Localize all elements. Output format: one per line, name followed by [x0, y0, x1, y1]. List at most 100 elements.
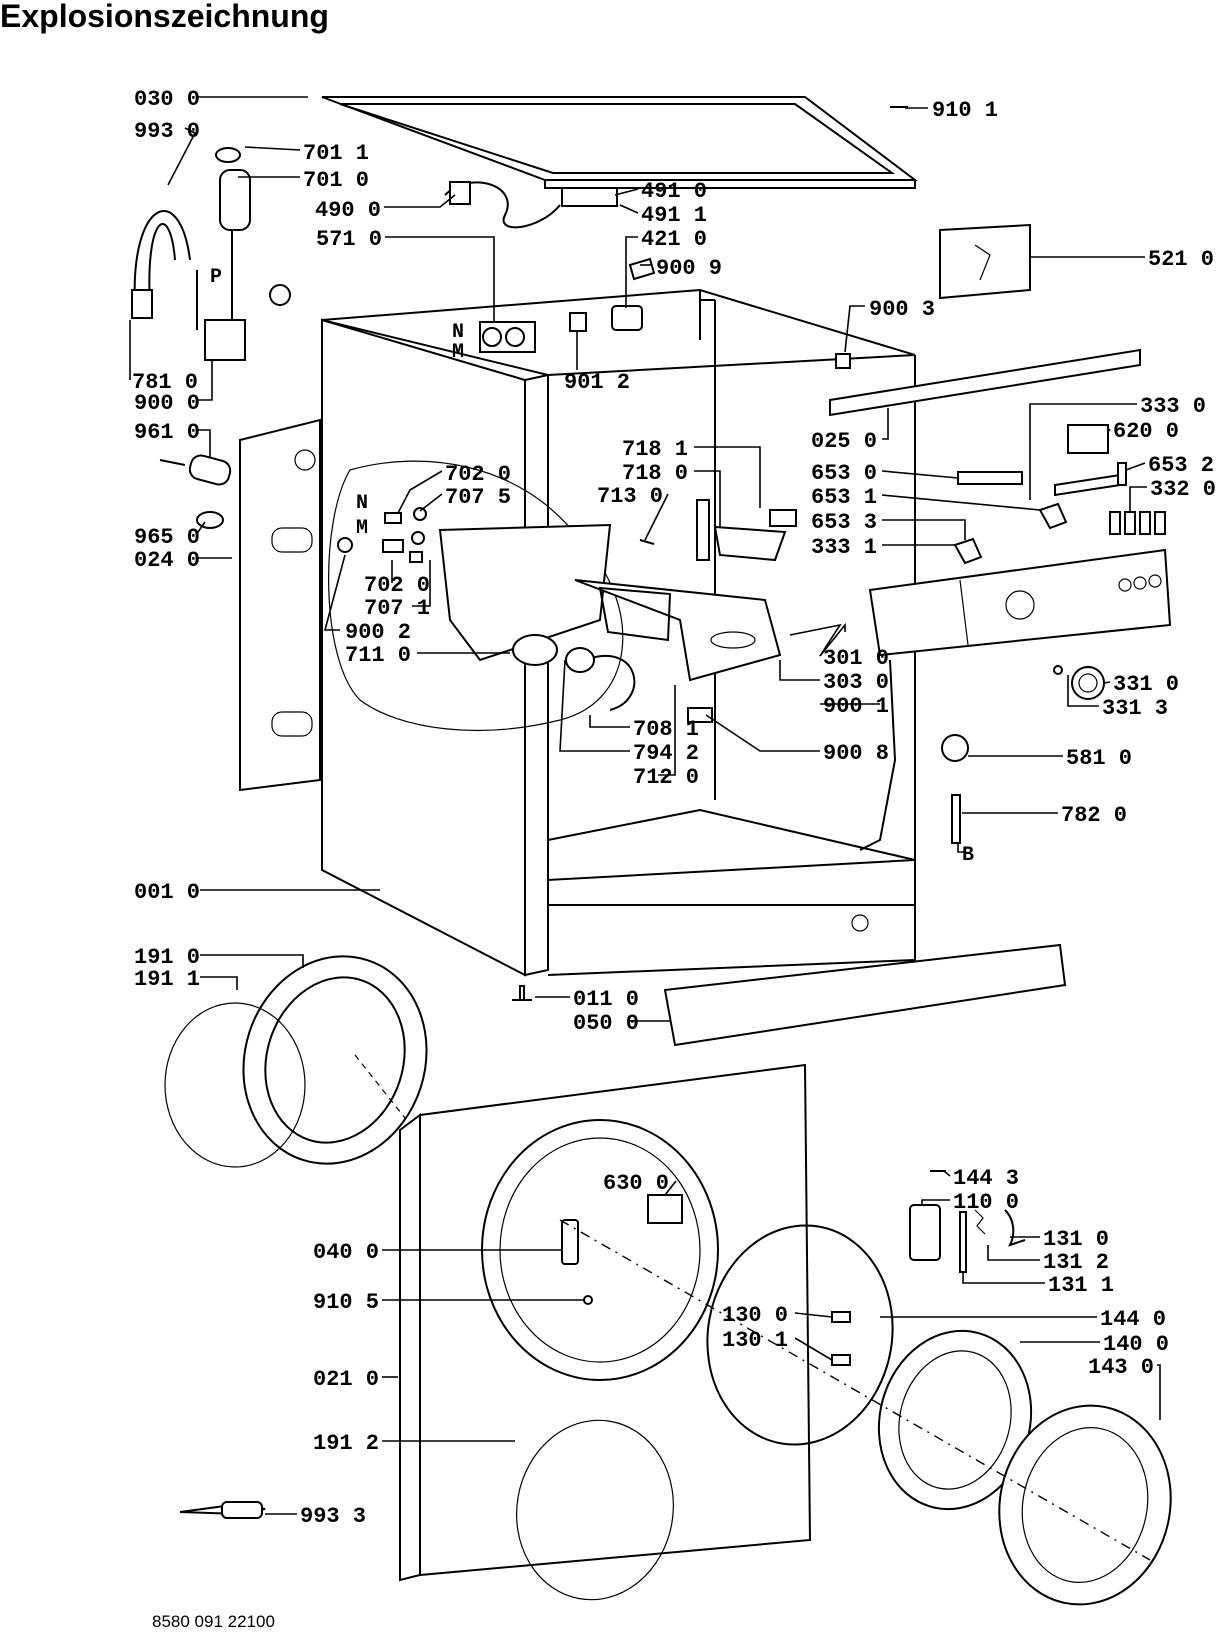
- part-label: 144 3: [953, 1166, 1019, 1191]
- part-label: 910 5: [313, 1290, 379, 1315]
- detail-outline: [328, 460, 624, 731]
- marker-b: B: [962, 844, 974, 867]
- part-label: 581 0: [1066, 746, 1132, 771]
- lever-part-2: [953, 537, 983, 565]
- part-label: 011 0: [573, 987, 639, 1012]
- part-label: 040 0: [313, 1240, 379, 1265]
- pump-filter-part: [159, 454, 232, 486]
- part-label: 653 0: [811, 461, 877, 486]
- front-panel-part: [399, 1063, 812, 1601]
- part-label: 143 0: [1088, 1355, 1154, 1380]
- document-number: 8580 091 22100: [152, 1612, 275, 1631]
- part-label: 021 0: [313, 1367, 379, 1392]
- part-label: 653 3: [811, 510, 877, 535]
- part-label: 702 0: [364, 573, 430, 598]
- siphon-part: [713, 525, 787, 562]
- part-label: 993 0: [134, 119, 200, 144]
- part-label: 782 0: [1061, 803, 1127, 828]
- part-label: 711 0: [345, 643, 411, 668]
- part-label: 718 0: [622, 461, 688, 486]
- part-label: 131 2: [1043, 1250, 1109, 1275]
- outer-door-part: [998, 1404, 1172, 1606]
- marker-m-valve: M: [452, 341, 464, 364]
- part-label: 707 5: [445, 485, 511, 510]
- part-label: 794 2: [633, 741, 699, 766]
- part-label: 900 1: [823, 694, 889, 719]
- part-label: 708 1: [633, 717, 699, 742]
- part-label: 900 2: [345, 620, 411, 645]
- filter-part: [561, 187, 618, 207]
- part-label: 333 1: [811, 535, 877, 560]
- small-hose-part: [639, 539, 655, 545]
- part-label: 630 0: [603, 1171, 669, 1196]
- control-panel-part: [868, 548, 1172, 657]
- dispenser-drawer-part: [574, 579, 782, 682]
- part-label: 130 0: [722, 1303, 788, 1328]
- part-label: 707 1: [364, 596, 430, 621]
- part-label: 140 0: [1103, 1332, 1169, 1357]
- rod-part: [696, 499, 710, 561]
- siphon-cap-part: [769, 509, 797, 527]
- part-label: 333 0: [1140, 394, 1206, 419]
- top-lid-part: [321, 96, 918, 189]
- part-label: 030 0: [134, 87, 200, 112]
- part-label: 491 0: [641, 179, 707, 204]
- knobs-part: [1109, 511, 1166, 535]
- program-knob-part: [1053, 665, 1105, 700]
- filter-seal-part: [196, 511, 224, 529]
- clip-part: [569, 312, 587, 332]
- part-label: 712 0: [633, 765, 699, 790]
- hose-part: [951, 794, 961, 844]
- part-label: 900 8: [823, 741, 889, 766]
- back-panel-part: [239, 418, 321, 792]
- board-part: [1067, 424, 1109, 454]
- part-label: 025 0: [811, 429, 877, 454]
- door-handle-part: [909, 1204, 1026, 1273]
- switch-part-3: [1117, 462, 1127, 486]
- part-drawings: [131, 96, 1172, 1606]
- lever-part: [1038, 502, 1068, 530]
- part-label: 301 0: [823, 646, 889, 671]
- spanner-tool-part: [179, 1501, 266, 1519]
- clip-part-3: [687, 707, 713, 723]
- part-label: 110 0: [953, 1190, 1019, 1215]
- part-label: 900 3: [869, 297, 935, 322]
- part-label: 130 1: [722, 1328, 788, 1353]
- door-axis-line: [559, 1219, 1151, 1561]
- marker-n-valve: N: [452, 321, 464, 344]
- leader-lines: [129, 96, 1161, 1515]
- part-label: 910 1: [932, 98, 998, 123]
- part-label: 653 1: [811, 485, 877, 510]
- part-label: 620 0: [1113, 419, 1179, 444]
- part-label: 713 0: [597, 484, 663, 509]
- part-label: 701 0: [303, 168, 369, 193]
- kick-plate-part: [663, 943, 1067, 1047]
- control-board-part: [939, 223, 1031, 300]
- clip-part-2: [835, 353, 851, 369]
- part-label: 961 0: [134, 420, 200, 445]
- foot-part: [512, 985, 532, 1001]
- part-label: 421 0: [641, 227, 707, 252]
- power-cord-part: [444, 181, 561, 229]
- part-label: 191 1: [134, 967, 200, 992]
- dispenser-housing-part: [438, 523, 612, 666]
- part-label: 900 0: [134, 391, 200, 416]
- part-label: 781 0: [132, 370, 198, 395]
- part-label: 653 2: [1148, 453, 1214, 478]
- part-label: 702 0: [445, 462, 511, 487]
- part-label: 571 0: [316, 227, 382, 252]
- small-sensor-parts: [337, 507, 427, 563]
- inlet-valve-part: [479, 321, 536, 353]
- part-label: 993 3: [300, 1504, 366, 1529]
- part-label: 303 0: [823, 670, 889, 695]
- part-label: 718 1: [622, 437, 688, 462]
- door-seal-part: [164, 955, 428, 1168]
- part-label: 131 0: [1043, 1227, 1109, 1252]
- part-label: 701 1: [303, 141, 369, 166]
- marker-p: P: [210, 266, 222, 289]
- diagram-title: Explosionszeichnung: [0, 0, 329, 34]
- wire-markers: N M P N M B: [210, 266, 974, 867]
- marker-m-sensor: M: [356, 517, 368, 540]
- part-label: 332 0: [1150, 477, 1216, 502]
